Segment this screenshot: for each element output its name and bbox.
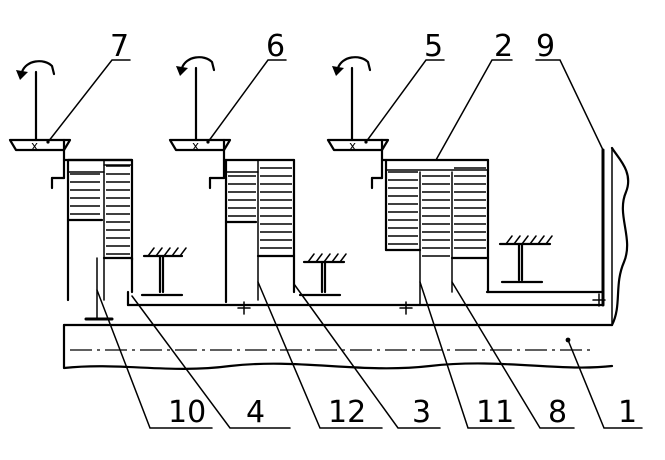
leader-9 [535,59,604,151]
lever-bracket-7 [8,138,72,152]
part-labels: 7 6 5 2 9 10 4 12 3 11 8 1 [110,29,637,430]
leader-4 [131,295,291,429]
reference-marks [237,293,606,315]
hinge-mark: x [31,139,38,153]
support-stand-2 [298,253,347,297]
leader-5 [365,59,445,143]
label-4: 4 [246,395,265,430]
leader-12 [257,281,383,429]
label-1: 1 [618,395,637,430]
shaft [62,146,630,370]
label-6: 6 [266,29,285,64]
label-3: 3 [412,395,431,430]
break-line-right [610,146,630,327]
unit-middle: x [168,56,296,304]
label-11: 11 [476,395,514,430]
leader-7 [47,59,131,143]
rotation-arrow-icon [180,56,216,72]
lever-bracket-6 [168,138,232,152]
support-stand-3 [498,235,553,284]
leader-11 [419,281,515,429]
leader-3 [293,283,441,429]
leader-10 [96,289,213,429]
hinge-mark: x [192,139,199,153]
rotation-arrow-icon [20,60,56,76]
label-8: 8 [548,395,567,430]
lever-bracket-5 [326,138,390,152]
leader-6 [207,59,287,143]
rotation-arrow-icon [336,56,372,72]
label-5: 5 [424,29,443,64]
label-10: 10 [168,395,206,430]
base-channel [84,148,605,321]
label-7: 7 [110,29,129,64]
leader-8 [451,281,575,429]
leader-1 [567,339,643,429]
unit-left: x [8,60,134,302]
support-stand-1 [140,247,187,297]
hinge-mark: x [349,139,356,153]
label-12: 12 [328,395,366,430]
leader-lines [47,59,643,429]
label-9: 9 [536,29,555,64]
label-2: 2 [494,29,513,64]
leader-2 [435,59,513,161]
unit-right: x [326,56,490,306]
